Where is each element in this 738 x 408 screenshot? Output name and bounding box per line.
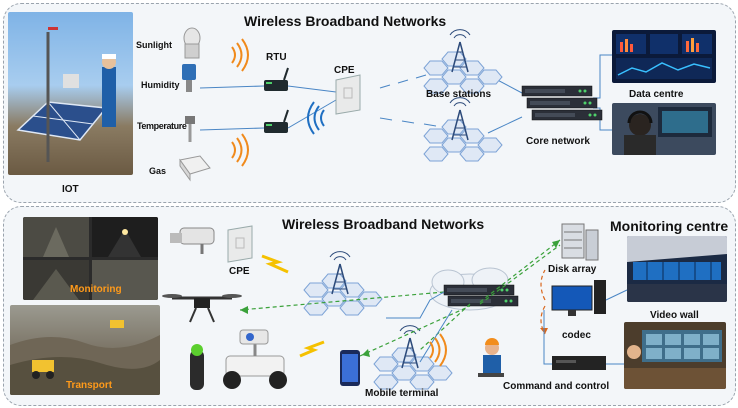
temperature-label: Temperature: [137, 121, 187, 131]
monitor-icon: [551, 280, 606, 316]
rtu-router-icon: [263, 67, 289, 92]
codec-label: codec: [562, 330, 591, 341]
base-stations-label: Base stations: [426, 89, 492, 100]
signal-wave-icon: [307, 101, 325, 135]
dashed-link-arrows: [239, 239, 561, 357]
cpe-label: CPE: [334, 65, 355, 76]
mining-illustration: [10, 320, 160, 395]
command-control-label: Command and control: [503, 381, 610, 392]
video-wall-label: Video wall: [650, 310, 699, 321]
tower-cloud-line-2: [419, 309, 453, 363]
transport-photo: [10, 305, 160, 395]
security-camera-icon: [170, 227, 215, 254]
gas-label: Gas: [149, 166, 167, 176]
rtu-router-icon-2: [263, 109, 289, 134]
signal-wave-icon: [231, 133, 249, 167]
sunlight-sensor-icon: [183, 27, 201, 59]
top-panel-title: Wireless Broadband Networks: [244, 13, 447, 29]
arrow-heads: [240, 240, 560, 357]
codec-box-icon: [552, 356, 606, 370]
disk-array-label: Disk array: [548, 264, 597, 275]
iot-label: IOT: [62, 184, 79, 195]
worker-icon: [478, 338, 504, 377]
drone-icon: [162, 294, 242, 323]
disk-array-icon: [561, 223, 599, 261]
signal-wave-icon: [231, 38, 249, 72]
bottom-panel-title: Wireless Broadband Networks: [282, 216, 485, 232]
gas-sensor-icon: [179, 155, 211, 182]
tower-cloud-line: [386, 291, 445, 319]
transport-label: Transport: [66, 380, 113, 391]
monitoring-centre-title: Monitoring centre: [610, 218, 729, 234]
monitoring-illustration: [23, 217, 158, 300]
base-station-tower-icon-2: [424, 96, 502, 161]
video-wall-illustration: [627, 236, 727, 302]
command-link-line: [543, 310, 552, 365]
lightning-icon: [261, 254, 325, 358]
monitoring-photo: [23, 217, 158, 300]
command-room-illustration: [624, 330, 726, 389]
iot-photo: [8, 12, 133, 175]
operator-illustration: [624, 107, 712, 155]
video-wall-photo: [627, 236, 727, 302]
data-centre-screen-photo: [612, 30, 716, 83]
mobile-terminal-label: Mobile terminal: [365, 388, 439, 399]
joystick-icon: [190, 344, 204, 390]
core-network-label: Core network: [526, 136, 590, 147]
command-room-photo: [624, 322, 726, 389]
phone-icon: [340, 350, 360, 386]
operator-photo: [612, 103, 716, 155]
humidity-label: Humidity: [141, 80, 180, 90]
data-centre-label: Data centre: [629, 89, 684, 100]
cpe-label-bottom: CPE: [229, 266, 250, 277]
sunlight-label: Sunlight: [136, 40, 172, 50]
dashboard-illustration: [616, 34, 712, 79]
core-network-server-icon: [521, 85, 603, 121]
rtu-label: RTU: [266, 52, 287, 63]
base-station-tower-icon-3: [304, 250, 382, 315]
solar-station-illustration: [16, 27, 116, 162]
cpe-antenna-icon: [335, 74, 361, 115]
base-station-tower-icon: [424, 28, 502, 93]
cpe-antenna-icon-bottom: [227, 225, 253, 263]
videowall-link-line: [605, 289, 628, 301]
robot-icon: [223, 329, 287, 389]
temperature-sensor-icon: [185, 116, 195, 142]
monitoring-label: Monitoring: [70, 284, 122, 295]
humidity-sensor-icon: [182, 64, 196, 92]
